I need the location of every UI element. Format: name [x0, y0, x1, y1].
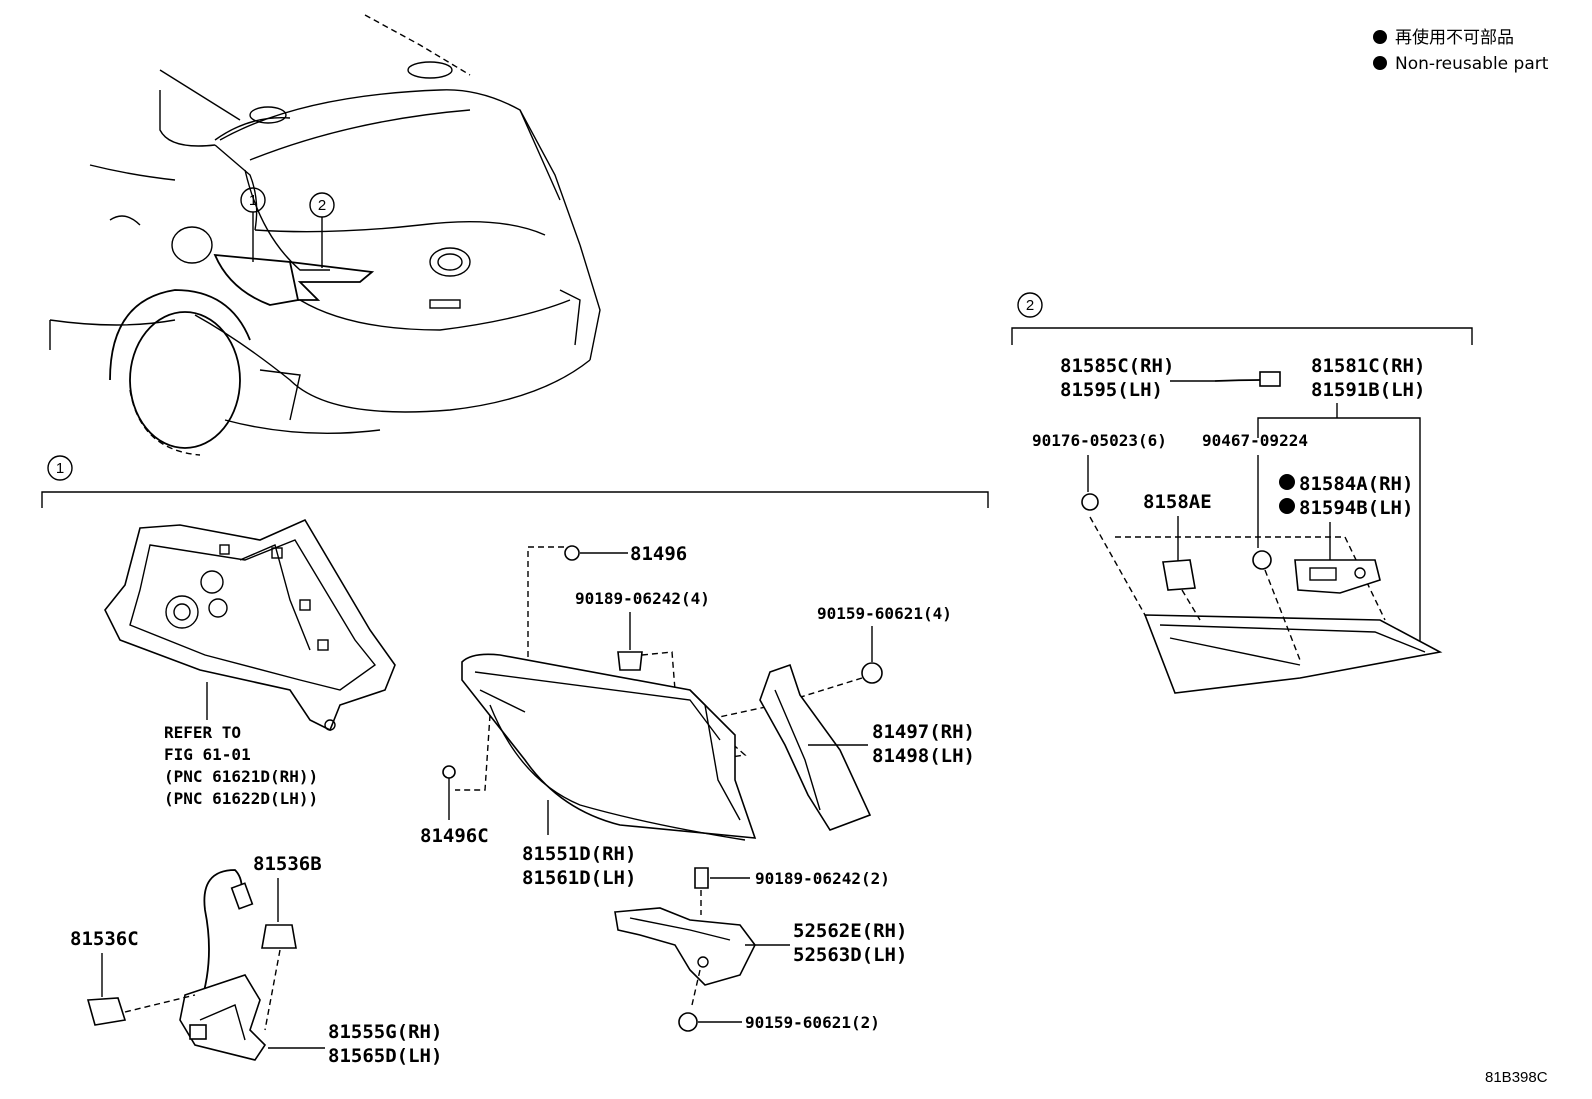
svg-text:(PNC 61621D(RH)): (PNC 61621D(RH)) — [164, 767, 318, 786]
socket-8158ae: 8158AE — [1143, 491, 1212, 621]
non-reusable-dot-icon — [1279, 474, 1295, 490]
svg-text:81565D(LH): 81565D(LH) — [328, 1045, 442, 1067]
section-1-bracket: 1 — [41, 455, 989, 508]
bracket-52562e: 52562E(RH) 52563D(LH) — [614, 907, 907, 1006]
svg-text:2: 2 — [1026, 297, 1034, 314]
svg-text:90189-06242(2): 90189-06242(2) — [755, 869, 890, 888]
tail-lamp-81551d — [455, 653, 757, 841]
socket-81536c: 81536C — [70, 928, 196, 1026]
svg-text:90189-06242(4): 90189-06242(4) — [575, 589, 710, 608]
svg-text:52562E(RH): 52562E(RH) — [793, 920, 907, 942]
svg-text:81498(LH): 81498(LH) — [872, 745, 975, 767]
svg-text:81536C: 81536C — [70, 928, 139, 950]
svg-text:81585C(RH): 81585C(RH) — [1060, 355, 1174, 377]
svg-text:81561D(LH): 81561D(LH) — [522, 867, 636, 889]
svg-text:81536B: 81536B — [253, 853, 322, 875]
label-81551d: 81551D(RH) 81561D(LH) — [522, 800, 636, 889]
diagram-code: 81B398C — [1485, 1069, 1548, 1086]
svg-text:81584A(RH): 81584A(RH) — [1299, 473, 1413, 495]
car-rear-illustration — [49, 14, 601, 456]
svg-text:8158AE: 8158AE — [1143, 491, 1212, 513]
svg-text:FIG 61-01: FIG 61-01 — [164, 745, 251, 764]
svg-text:81496C: 81496C — [420, 825, 489, 847]
legend-en: Non-reusable part — [1395, 54, 1549, 74]
clip-90467: 90467-09224 — [1202, 431, 1308, 661]
svg-text:1: 1 — [56, 460, 64, 477]
svg-text:1: 1 — [249, 192, 257, 209]
svg-text:90467-09224: 90467-09224 — [1202, 431, 1308, 450]
svg-text:90159-60621(2): 90159-60621(2) — [745, 1013, 880, 1032]
svg-text:90159-60621(4): 90159-60621(4) — [817, 604, 952, 623]
screw-90176: 90176-05023(6) — [1032, 431, 1167, 511]
wire-harness-81555g: 81555G(RH) 81565D(LH) — [179, 869, 442, 1067]
clip-81496c: 81496C — [420, 765, 489, 847]
legend-jp: 再使用不可部品 — [1395, 27, 1514, 48]
svg-text:90176-05023(6): 90176-05023(6) — [1032, 431, 1167, 450]
screw-90189-4: 90189-06242(4) — [575, 589, 710, 691]
svg-text:81497(RH): 81497(RH) — [872, 721, 975, 743]
screw-90189-2: 90189-06242(2) — [694, 867, 890, 915]
bolt-90159-2: 90159-60621(2) — [678, 1012, 880, 1032]
svg-text:81496: 81496 — [630, 543, 687, 565]
non-reusable-dot-icon — [1373, 30, 1387, 44]
non-reusable-dot-icon — [1373, 56, 1387, 70]
svg-text:2: 2 — [318, 197, 326, 214]
clip-81496: 81496 — [527, 543, 687, 740]
gasket-81584a: 81584A(RH) 81594B(LH) — [1279, 473, 1413, 594]
svg-text:81555G(RH): 81555G(RH) — [328, 1021, 442, 1043]
svg-text:81591B(LH): 81591B(LH) — [1311, 379, 1425, 401]
socket-81536b: 81536B — [253, 853, 322, 1031]
bracket-81497: 81497(RH) 81498(LH) — [759, 663, 975, 831]
svg-text:81594B(LH): 81594B(LH) — [1299, 497, 1413, 519]
legend: 再使用不可部品 Non-reusable part — [1373, 27, 1549, 74]
section-2-bracket: 2 — [1011, 292, 1473, 345]
wire-81585c: 81585C(RH) 81595(LH) — [1060, 355, 1281, 401]
callout-2-car: 2 — [309, 192, 335, 268]
callout-1-car: 1 — [240, 187, 266, 262]
svg-text:(PNC 61622D(LH)): (PNC 61622D(LH)) — [164, 789, 318, 808]
svg-text:REFER TO: REFER TO — [164, 723, 241, 742]
svg-text:81581C(RH): 81581C(RH) — [1311, 355, 1425, 377]
non-reusable-dot-icon — [1279, 498, 1295, 514]
body-panel-part — [104, 518, 396, 732]
svg-text:81595(LH): 81595(LH) — [1060, 379, 1163, 401]
refer-note: REFER TO FIG 61-01 (PNC 61621D(RH)) (PNC… — [164, 723, 318, 808]
svg-text:52563D(LH): 52563D(LH) — [793, 944, 907, 966]
lamp-81581c: 81581C(RH) 81591B(LH) — [1089, 355, 1443, 694]
svg-text:81551D(RH): 81551D(RH) — [522, 843, 636, 865]
